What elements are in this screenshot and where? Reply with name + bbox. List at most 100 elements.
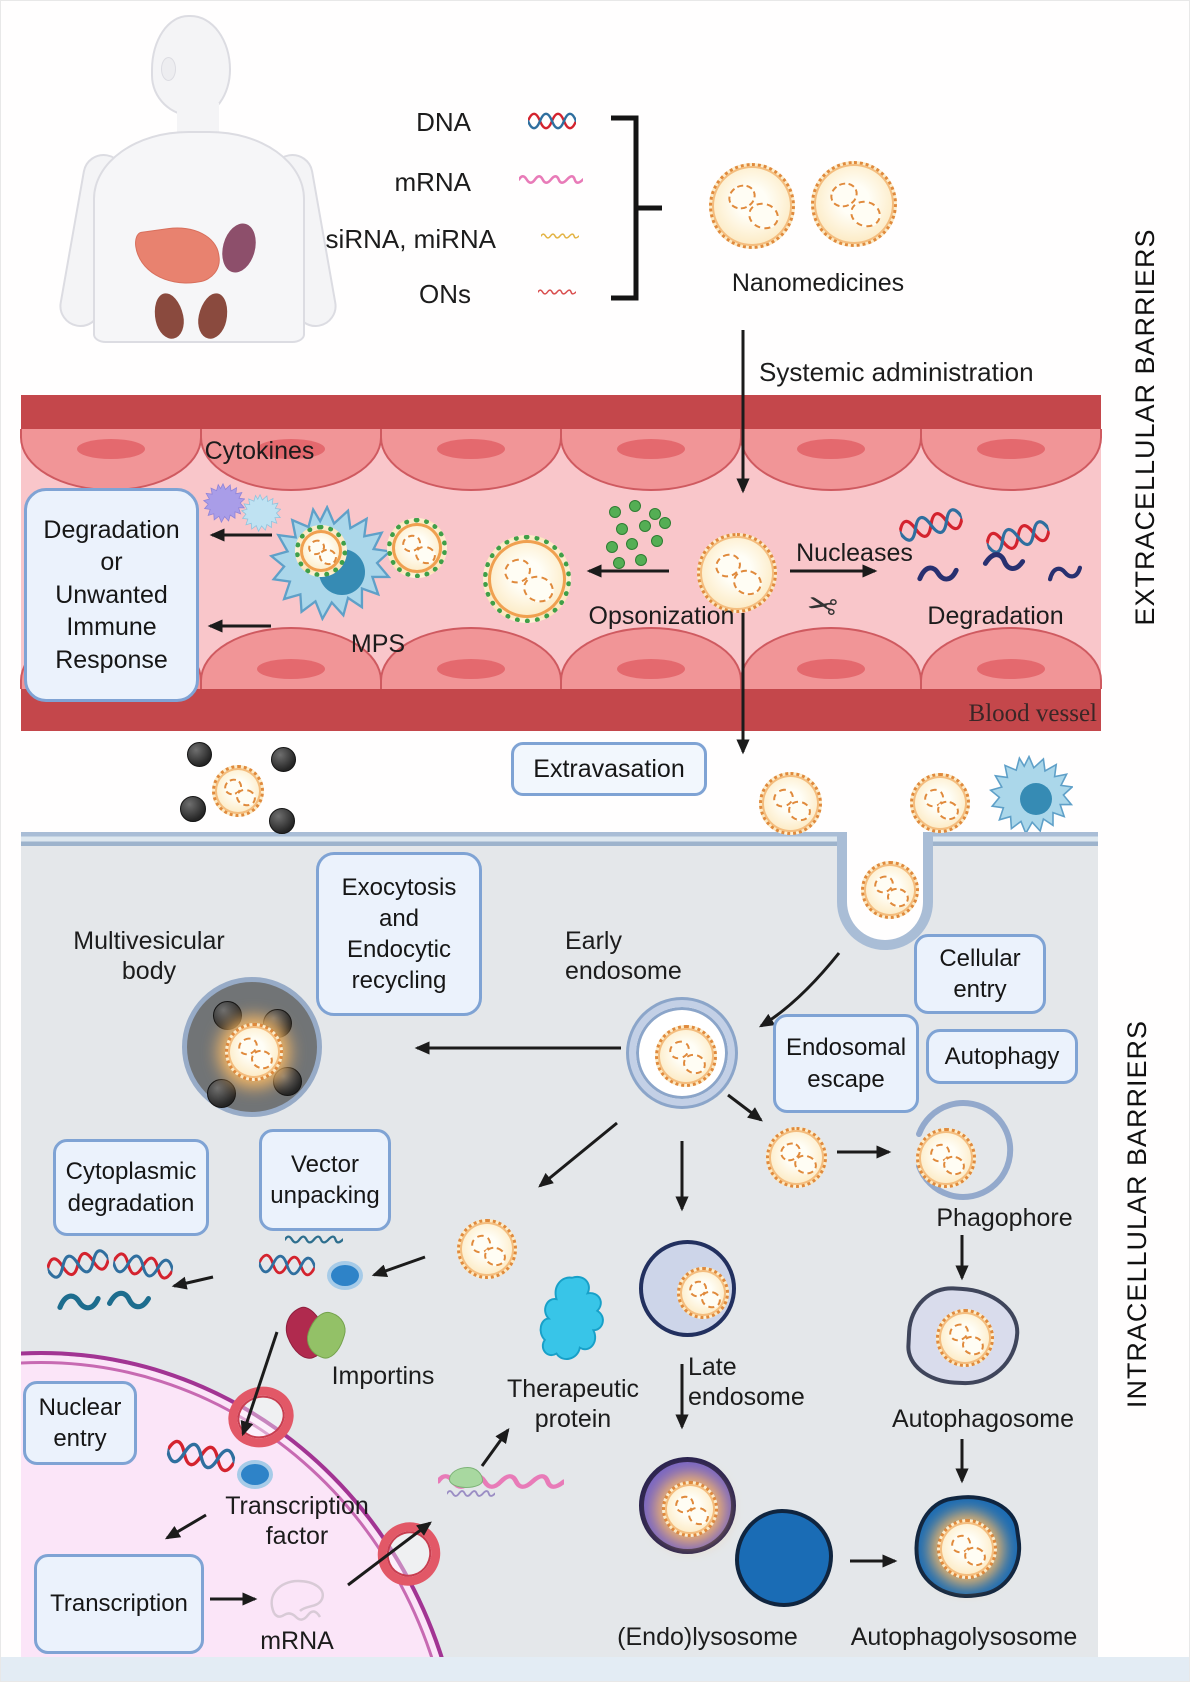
phagophore-icon [916, 1100, 1014, 1200]
degraded-dna-icon [111, 1243, 176, 1289]
released-nanoparticle-icon [212, 765, 264, 817]
opsonization-label: Opsonization [588, 602, 735, 630]
nascent-strand-icon [447, 1487, 495, 1500]
vessel-wall-top [21, 395, 1101, 431]
nanomedicine-particle-icon [811, 161, 897, 247]
legend-bracket [611, 115, 662, 301]
opsonin-dot [629, 500, 641, 512]
nuclear-entry-box: Nuclear entry [23, 1381, 137, 1465]
lysosomal-nanoparticle-icon [937, 1519, 997, 1579]
endolysosome-label: (Endo)lysosome [617, 1623, 798, 1651]
legend-label-sirna-mirna: siRNA, miRNA [325, 224, 496, 254]
opsonized-nanoparticle-icon [483, 535, 571, 623]
opsonin-dot [626, 538, 638, 550]
opsonin-dot [606, 541, 618, 553]
multivesicular-body-label: Multivesicular body [73, 927, 225, 985]
ribosome-icon [449, 1467, 483, 1488]
exocytosis-recycling-box: Exocytosis and Endocytic recycling [316, 852, 482, 1016]
sirna-wave-icon [541, 229, 579, 243]
intracellular-barriers-label: INTRACELLULAR BARRIERS [1122, 1019, 1152, 1409]
endothelial-cell [920, 627, 1102, 689]
degraded-strand-icon [1045, 559, 1084, 589]
escaped-nanoparticle-icon [766, 1127, 827, 1188]
late-endosome-label: Late endosome [688, 1353, 805, 1411]
immune-response-box: Degradation or Unwanted Immune Response [24, 488, 199, 702]
autophagosome-label: Autophagosome [891, 1405, 1075, 1433]
extravasated-nanoparticle-icon [910, 773, 970, 833]
legend-label-mrna: mRNA [394, 167, 471, 197]
opsonin-dot [651, 535, 663, 547]
ear-icon [161, 57, 176, 81]
nanomedicine-particle-icon [709, 163, 795, 249]
nanomedicine-particle-icon [697, 533, 777, 613]
endothelial-cell [920, 429, 1102, 491]
extracellular-barriers-label: EXTRACELLULAR BARRIERS [1130, 228, 1160, 626]
dna-helix-icon [515, 109, 589, 133]
exosome-sphere-icon [271, 747, 296, 772]
released-nucleic-acid-icon [285, 1231, 343, 1248]
autophagolysosome-label: Autophagolysosome [850, 1623, 1078, 1651]
intraluminal-vesicle-icon [213, 1001, 242, 1030]
intraluminal-vesicle-icon [273, 1067, 302, 1096]
opsonin-dot [616, 523, 628, 535]
autophagosome-nanoparticle-icon [936, 1309, 994, 1367]
cell-membrane [21, 832, 837, 846]
opsonin-dot [635, 554, 647, 566]
opsonized-nanoparticle-icon [387, 518, 447, 578]
vector-unpacking-box: Vector unpacking [259, 1129, 391, 1231]
opsonin-dot [639, 520, 651, 532]
mrna-transcript-icon [270, 1579, 325, 1621]
exosome-sphere-icon [180, 796, 206, 822]
transcription-factor-label: Transcription factor [225, 1492, 369, 1550]
lysosomal-nanoparticle-icon [662, 1481, 718, 1537]
endothelial-cell [380, 429, 562, 491]
lysosome-icon [735, 1509, 833, 1607]
degraded-strand-icon [917, 561, 959, 588]
opsonin-dot [613, 557, 625, 569]
human-body-illustration [56, 11, 340, 343]
mps-label: MPS [350, 630, 406, 658]
degraded-strand-icon [57, 1291, 101, 1315]
endosomal-nanoparticle-icon [677, 1267, 729, 1319]
exosome-sphere-icon [269, 808, 295, 834]
bottom-border-strip [1, 1657, 1189, 1681]
exosome-sphere-icon [187, 742, 212, 767]
legend-label-ons: ONs [419, 279, 471, 309]
opsonin-dot [659, 517, 671, 529]
extravasated-nanoparticle-icon [759, 772, 822, 835]
endothelial-cell [560, 627, 742, 689]
nanomedicines-label: Nanomedicines [731, 269, 905, 297]
endothelial-cell [560, 429, 742, 491]
intraluminal-vesicle-icon [207, 1079, 236, 1108]
cytokine-icon [203, 482, 245, 524]
extravasation-box: Extravasation [511, 742, 707, 796]
opsonin-dot [649, 508, 661, 520]
cytoplasmic-degradation-box: Cytoplasmic degradation [53, 1139, 209, 1236]
mrna-wave-icon [519, 171, 583, 188]
endothelial-cell [740, 429, 922, 491]
phagophore-label: Phagophore [936, 1204, 1073, 1232]
ons-wave-icon [538, 285, 576, 299]
therapeutic-protein-label: Therapeutic protein [506, 1375, 640, 1433]
mrna-label: mRNA [260, 1627, 334, 1655]
nucleases-label: Nucleases [796, 539, 913, 567]
phagophore-nanoparticle-icon [916, 1128, 976, 1188]
endosomal-escape-box: Endosomal escape [773, 1014, 919, 1113]
endothelial-cell [740, 627, 922, 689]
engulfed-nanoparticle-icon [295, 525, 347, 577]
sequestered-nanoparticle-icon [225, 1023, 283, 1081]
cellular-entry-box: Cellular entry [914, 934, 1046, 1014]
endosomal-nanoparticle-icon [655, 1025, 717, 1087]
macrophage-nucleus-icon [1020, 783, 1052, 815]
entering-nanoparticle-icon [861, 861, 919, 919]
importins-label: Importins [331, 1362, 435, 1390]
cytosolic-nanoparticle-icon [457, 1219, 517, 1279]
endothelial-cell [20, 429, 202, 491]
transcription-box: Transcription [34, 1554, 204, 1654]
opsonin-dot [609, 506, 621, 518]
systemic-administration-label: Systemic administration [759, 357, 1034, 387]
autophagy-box: Autophagy [926, 1029, 1078, 1084]
early-endosome-label: Early endosome [565, 927, 682, 985]
therapeutic-protein-icon [539, 1275, 604, 1360]
